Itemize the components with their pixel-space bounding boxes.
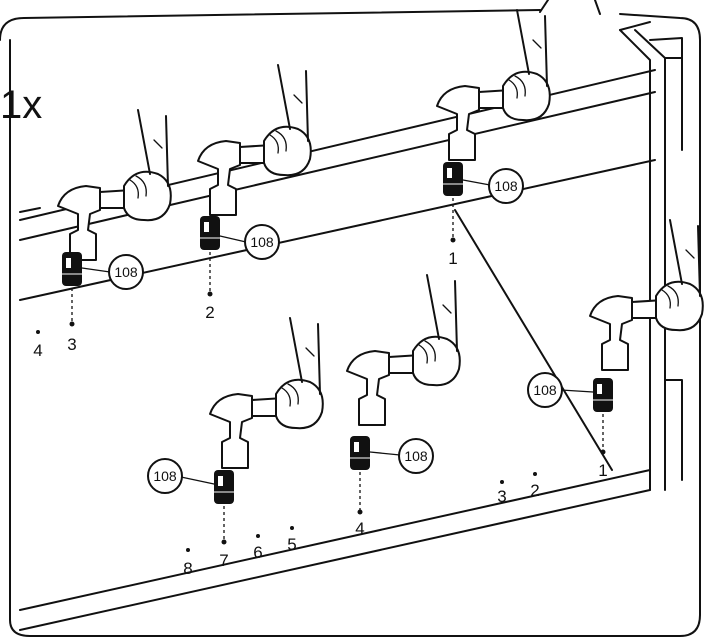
svg-text:108: 108 — [114, 264, 138, 280]
hole-number: 1 — [598, 461, 607, 480]
part-callout-108: 108 — [528, 373, 593, 407]
hole-number: 5 — [287, 535, 296, 554]
hole-number: 4 — [33, 341, 42, 360]
dowel-icon — [350, 436, 370, 470]
hole-number: 4 — [355, 519, 364, 538]
dowel-icon — [593, 378, 613, 412]
dowel-icon — [200, 216, 220, 250]
svg-text:108: 108 — [404, 448, 428, 464]
svg-text:108: 108 — [153, 468, 177, 484]
hammer-icon — [347, 275, 460, 425]
part-callout-108: 108 — [463, 169, 523, 203]
hole-number: 3 — [67, 335, 76, 354]
part-callout-108: 108 — [370, 439, 433, 473]
hammer-icon — [590, 220, 703, 370]
svg-text:108: 108 — [494, 178, 518, 194]
hammer-icon — [58, 110, 171, 260]
guide-lines — [72, 198, 603, 540]
part-callout-108: 108 — [148, 459, 214, 493]
hammer-icon — [437, 10, 550, 160]
dowel-icon — [443, 162, 463, 196]
hole-number: 2 — [530, 481, 539, 500]
hammer-icon — [198, 65, 311, 215]
hole-number: 1 — [448, 249, 457, 268]
side-panel — [620, 22, 682, 490]
hole-number: 8 — [183, 559, 192, 578]
hole-number: 6 — [253, 543, 262, 562]
svg-text:108: 108 — [250, 234, 274, 250]
hammer-icon — [210, 318, 323, 468]
svg-text:108: 108 — [533, 382, 557, 398]
dowel-icon — [214, 470, 234, 504]
hole-number: 3 — [497, 487, 506, 506]
dowel-icon — [62, 252, 82, 286]
quantity-label: 1x — [0, 83, 42, 127]
hole-number: 2 — [205, 303, 214, 322]
hole-number: 7 — [219, 551, 228, 570]
